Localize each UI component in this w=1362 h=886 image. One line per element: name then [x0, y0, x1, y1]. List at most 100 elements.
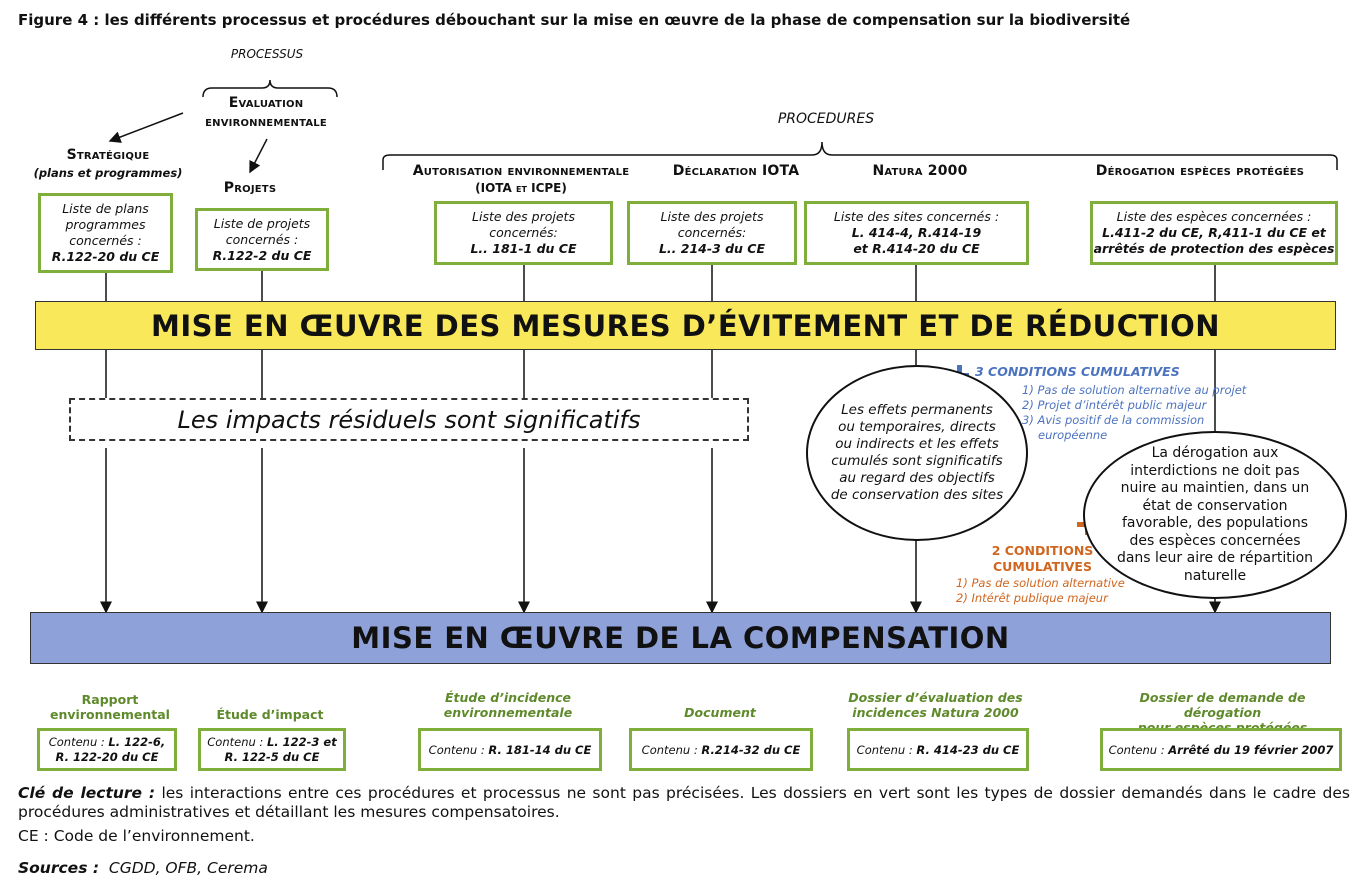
autorisation-box-ref: L.. 181-1 du CE [470, 241, 577, 256]
dossier-ref: R. 122-20 du CE [55, 749, 159, 764]
dossier-ref: L. 122-6, [108, 734, 166, 749]
derogation-box-line: Liste des espèces concernées : [1116, 209, 1312, 224]
dossier-title-etude-impact: Étude d’impact [216, 707, 324, 722]
declaration-box-ref: L.. 214-3 du CE [658, 241, 766, 256]
ellipse-line: ou temporaires, directs [838, 419, 996, 435]
impacts-residuels-box: Les impacts résiduels sont significatifs [69, 398, 749, 441]
ellipse-line: Les effets permanents [841, 402, 993, 418]
dossier-title-line: environnemental [50, 707, 170, 722]
dossier-title-incidence: Étude d’incidence environnementale [418, 690, 598, 720]
dossier-box-etude-impact: Contenu : L. 122-3 et R. 122-5 du CE [198, 728, 346, 771]
strategique-subtitle: (plans et programmes) [33, 166, 183, 180]
figure-title: Figure 4 : les différents processus et p… [18, 11, 1131, 29]
cle-label: Clé de lecture : [18, 784, 156, 802]
autorisation-box-line: concernés: [489, 225, 558, 240]
dossier-box-document: Contenu : R.214-32 du CE [629, 728, 813, 771]
eval-env-line2: environnementale [205, 114, 327, 130]
eval-env-line1: Evaluation [228, 95, 304, 111]
cond3-item: 2) Projet d’intérêt public majeur [1022, 398, 1207, 412]
dossier-ref: R. 414-23 du CE [916, 742, 1020, 757]
natura-box: Liste des sites concernés : L. 414-4, R.… [804, 201, 1029, 265]
natura-title: Natura 2000 [872, 163, 968, 179]
compensation-band: MISE EN ŒUVRE DE LA COMPENSATION [30, 612, 1331, 664]
ellipse-line: naturelle [1183, 567, 1247, 584]
ellipse-line: nuire au maintien, dans un [1120, 480, 1310, 496]
derogation-title: Dérogation espèces protégées [1095, 163, 1305, 179]
dossier-ref: Arrêté du 19 février 2007 [1168, 742, 1334, 757]
cle-de-lecture: Clé de lecture : les interactions entre … [18, 784, 1350, 822]
natura-box-ref: L. 414-4, R.414-19 [851, 225, 982, 240]
ellipse-line: état de conservation [1142, 497, 1288, 514]
cond2-title: 2 CONDITIONS CUMULATIVES [980, 543, 1105, 575]
cond3-item: 1) Pas de solution alternative au projet [1022, 383, 1247, 397]
autorisation-box: Liste des projets concernés: L.. 181-1 d… [434, 201, 613, 265]
dossier-prefix: Contenu : [207, 734, 267, 749]
ce-definition: CE : Code de l’environnement. [18, 827, 255, 845]
dossier-ref: R. 122-5 du CE [224, 749, 320, 764]
cond3-item: 3) Avis positif de la commission [1022, 413, 1205, 427]
dossier-ref: L. 122-3 et [266, 734, 337, 749]
sources: Sources : CGDD, OFB, Cerema [18, 859, 268, 878]
dossier-title-line: Rapport [81, 692, 139, 707]
dossier-prefix: Contenu : [428, 742, 489, 757]
dossier-title-rapport: Rapport environnemental [30, 692, 190, 722]
ellipse-line: ou indirects et les effets [835, 436, 999, 452]
ellipse-line: dans leur aire de répartition [1116, 550, 1314, 566]
autorisation-title: Autorisation environnementale [412, 163, 630, 179]
dossier-box-incidence: Contenu : R. 181-14 du CE [418, 728, 602, 771]
ellipse-line: de conservation des sites [830, 487, 1004, 503]
declaration-box: Liste des projets concernés: L.. 214-3 d… [627, 201, 797, 265]
strategique-title: Stratégique [66, 147, 150, 163]
ellipse-line: interdictions ne doit pas [1130, 462, 1300, 479]
dossier-prefix: Contenu : [1108, 742, 1169, 757]
dossier-title-line: Dossier d’évaluation des [848, 690, 1023, 705]
strategique-box-ref: R.122-20 du CE [51, 249, 160, 264]
processus-label: PROCESSUS [230, 47, 304, 61]
projets-box-line: Liste de projets [213, 215, 311, 231]
dossier-ref: R. 181-14 du CE [488, 742, 592, 757]
ellipse-line: au regard des objectifs [839, 470, 995, 486]
natura-effects-ellipse: Les effets permanents ou temporaires, di… [806, 365, 1028, 541]
cond2-list: 1) Pas de solution alternative 2) Intérê… [956, 576, 1156, 606]
cond2-title-line: 2 CONDITIONS [991, 543, 1094, 558]
projets-box-ref: R.122-2 du CE [212, 247, 312, 263]
ellipse-line: des espèces concernées [1129, 532, 1301, 549]
declaration-title: Déclaration IOTA [672, 163, 800, 179]
cond2-item: 2) Intérêt publique majeur [956, 591, 1108, 605]
dossier-prefix: Contenu : [48, 734, 109, 749]
ellipse-line: La dérogation aux [1151, 445, 1279, 461]
projets-box: Liste de projets concernés : R.122-2 du … [195, 208, 329, 271]
strategique-box: Liste de plans programmes concernés : R.… [38, 193, 173, 273]
derogation-box-ref: L.411-2 du CE, R,411-1 du CE et [1102, 225, 1326, 240]
dossier-title-line: incidences Natura 2000 [852, 705, 1019, 720]
cle-text: les interactions entre ces procédures et… [18, 784, 1350, 821]
autorisation-subtitle: (IOTA et ICPE) [475, 181, 567, 195]
derogation-box: Liste des espèces concernées : L.411-2 d… [1090, 201, 1338, 265]
strategique-box-line: Liste de plans [62, 201, 149, 216]
strategique-box-line: programmes [65, 217, 146, 232]
dossier-ref: R.214-32 du CE [701, 742, 801, 757]
cond3-list: 1) Pas de solution alternative au projet… [1022, 383, 1262, 443]
natura-box-ref: et R.414-20 du CE [853, 241, 980, 256]
dossier-title-line: environnementale [443, 705, 573, 720]
declaration-box-line: Liste des projets [660, 209, 764, 224]
dossier-prefix: Contenu : [641, 742, 702, 757]
autorisation-box-line: Liste des projets [472, 209, 575, 224]
dossier-title-document: Document [684, 705, 756, 720]
sources-text: CGDD, OFB, Cerema [99, 859, 268, 877]
evitement-reduction-band: MISE EN ŒUVRE DES MESURES D’ÉVITEMENT ET… [35, 301, 1336, 350]
eval-env-title: Evaluation environnementale [180, 94, 352, 132]
cond2-title-line: CUMULATIVES [993, 559, 1092, 574]
procedures-label: PROCEDURES [777, 111, 875, 127]
projets-box-line: concernés : [225, 231, 299, 247]
dossier-prefix: Contenu : [856, 742, 917, 757]
ellipse-line: cumulés sont significatifs [831, 453, 1003, 469]
dossier-box-derogation: Contenu : Arrêté du 19 février 2007 [1100, 728, 1342, 771]
cond3-title: 3 CONDITIONS CUMULATIVES [975, 364, 1180, 379]
derogation-ellipse: La dérogation aux interdictions ne doit … [1083, 431, 1347, 599]
declaration-box-line: concernés: [677, 225, 747, 240]
cond2-item: 1) Pas de solution alternative [956, 576, 1125, 590]
natura-box-line: Liste des sites concernés : [833, 209, 1000, 224]
dossier-title-line: Étude d’incidence [445, 690, 571, 705]
ellipse-line: favorable, des populations [1121, 515, 1308, 531]
